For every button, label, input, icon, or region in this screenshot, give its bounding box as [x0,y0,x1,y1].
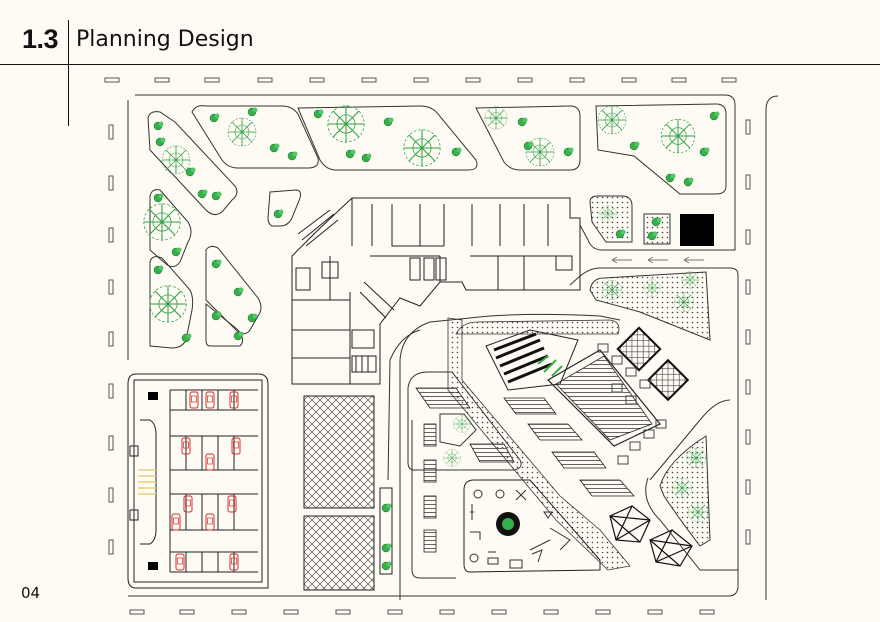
lawn-boundary [407,371,522,471]
green-markers [537,355,563,377]
planting-strip [379,487,393,575]
planting-bed [149,189,192,268]
path-curve [645,477,738,571]
sports-court [547,349,661,447]
main-building [291,197,581,385]
seating-rows [493,332,553,384]
planting-bed [147,111,238,216]
playground-centerpiece-inner [502,518,514,530]
planting-bed [191,105,319,169]
section-number: 1.3 [22,24,59,54]
parking-lot [127,373,269,589]
plaza-pattern [646,358,690,402]
plaza-pattern [616,326,662,372]
tent-canopy-icon [609,505,693,567]
path-curve [649,399,731,481]
path-curve [387,329,421,481]
site-boundary-top [135,94,736,251]
shrub-icon [443,415,471,467]
paving-hatch [303,515,375,591]
planting-strip-dotted [455,319,620,335]
road-markings-left [108,124,114,555]
planting-bed [475,105,581,171]
sports-court-lanes [555,355,653,441]
car-icon [171,391,241,571]
planter-dotted [589,271,711,341]
road-markings-top [104,77,737,83]
planting-bed [439,413,477,447]
road-edge-right [765,95,779,600]
seating-area [485,329,579,391]
planting-bed [149,256,194,349]
service-block [148,562,158,570]
planting-bed [267,189,301,227]
planter-dotted [589,195,633,243]
road-markings-bottom [129,609,715,615]
play-equipment-icon [469,489,571,569]
playground-boundary [463,479,601,573]
striped-pads [423,423,437,553]
header-divider-horizontal [0,64,880,65]
shrub-icon [381,503,392,571]
path-curve [411,420,456,579]
road-markings-right [745,119,751,545]
service-block [148,392,158,400]
planting-bed [595,103,727,195]
site-boundary-bottom-right [128,267,739,597]
path-curve [399,313,621,600]
page-number: 04 [21,584,41,602]
header-divider-vertical [68,20,69,126]
accent-yellow-markings [138,469,156,495]
service-block [680,214,714,246]
page-title: Planning Design [76,27,254,52]
paving-hatch [303,395,375,509]
flow-arrow-icon [611,256,704,264]
bench-icon [597,343,667,465]
striped-pads [415,387,635,497]
planting-bed [297,105,478,171]
